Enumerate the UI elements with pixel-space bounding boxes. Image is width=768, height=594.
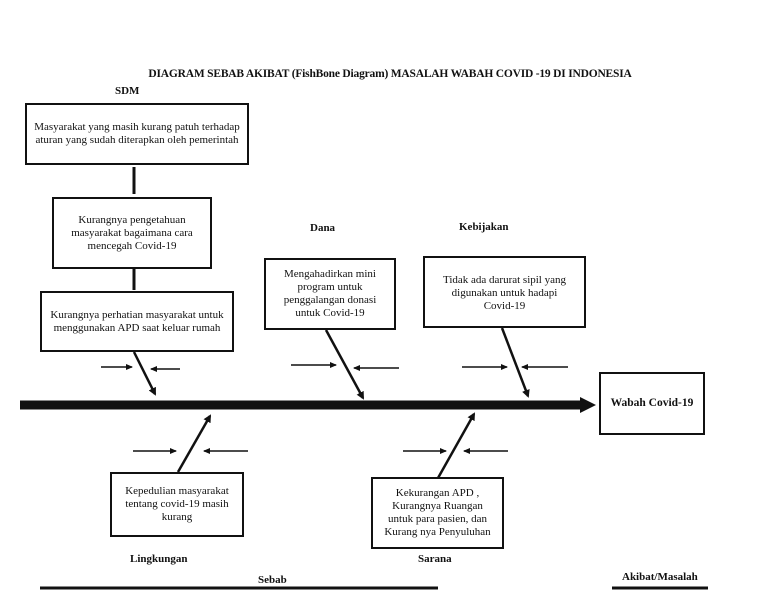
category-kebijakan: Kebijakan (459, 221, 509, 233)
sdm-bone (132, 351, 157, 396)
effect-text: Wabah Covid-19 (610, 397, 694, 409)
spine-arrow (20, 397, 596, 413)
sarana-bone (436, 412, 476, 479)
effect-box: Wabah Covid-19 (599, 372, 705, 435)
category-dana: Dana (310, 222, 336, 234)
cause-box-sdm-2: Kurangnya pengetahuan masyarakat bagaima… (52, 197, 212, 269)
category-sdm: SDM (115, 85, 140, 97)
kebijakan-bone (500, 327, 530, 398)
cause-text: Kurangnya perhatian masyarakat untuk men… (50, 308, 224, 334)
lingkungan-bone (176, 414, 212, 473)
diagram-title: DIAGRAM SEBAB AKIBAT (FishBone Diagram) … (148, 68, 632, 80)
category-lingkungan: Lingkungan (130, 553, 188, 565)
cause-text: Masyarakat yang masih kurang patuh terha… (34, 121, 240, 146)
effect-label: Akibat/Masalah (622, 571, 698, 583)
category-sarana: Sarana (418, 553, 452, 565)
cause-box-sdm-3: Kurangnya perhatian masyarakat untuk men… (40, 291, 234, 352)
cause-text: Kurangnya pengetahuan masyarakat bagaima… (71, 213, 193, 252)
cause-text: Kekurangan APD , Kurangnya Ruangan untuk… (384, 487, 491, 538)
cause-text: Tidak ada darurat sipil yang digunakan u… (442, 274, 566, 312)
cause-label: Sebab (258, 574, 287, 586)
cause-box-lingkungan-1: Kepedulian masyarakat tentang covid-19 m… (110, 472, 244, 537)
cause-text: Mengahadirkan mini program untuk penggal… (283, 268, 377, 319)
cause-box-sdm-1: Masyarakat yang masih kurang patuh terha… (25, 103, 249, 165)
cause-text: Kepedulian masyarakat tentang covid-19 m… (125, 485, 229, 523)
cause-box-kebijakan-1: Tidak ada darurat sipil yang digunakan u… (423, 256, 586, 328)
dana-bone (324, 329, 365, 400)
cause-box-dana-1: Mengahadirkan mini program untuk penggal… (264, 258, 396, 330)
cause-box-sarana-1: Kekurangan APD , Kurangnya Ruangan untuk… (371, 477, 504, 549)
